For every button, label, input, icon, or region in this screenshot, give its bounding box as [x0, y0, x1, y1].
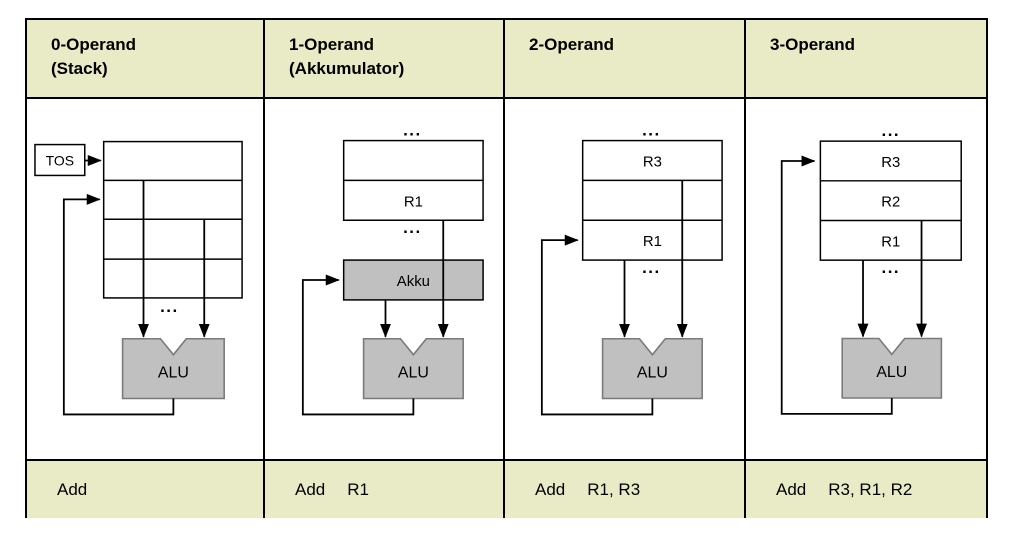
- r1-label: R1: [643, 233, 662, 250]
- r1-label: R1: [881, 234, 900, 250]
- header-3-operand: 3-Operand: [746, 20, 986, 99]
- two-operand-architecture-svg: ... R3 R1 ... ALU: [540, 121, 723, 416]
- alu-label: ALU: [876, 364, 907, 381]
- result-feedback-wire: [62, 193, 175, 416]
- command-operands: R1: [347, 479, 369, 499]
- diagram-akkumulator: ... R1 ... Akku ALU: [265, 99, 505, 459]
- ellipsis-bottom: ...: [882, 258, 901, 277]
- tos-box: [34, 143, 86, 177]
- command-1-operand: Add R1: [265, 459, 505, 518]
- header-2-operand: 2-Operand: [505, 20, 746, 99]
- alu-label: ALU: [158, 365, 189, 382]
- diagram-stack: TOS ... ALU: [27, 99, 265, 459]
- header-0-operand: 0-Operand (Stack): [27, 20, 265, 99]
- command-operands: R3, R1, R2: [828, 479, 913, 499]
- diagram-3-operand: ... R3 R2 R1 ... ALU: [746, 99, 986, 459]
- header-line2: (Akkumulator): [289, 58, 405, 78]
- header-line2: (Stack): [51, 58, 108, 78]
- register-box: [581, 139, 723, 261]
- three-operand-architecture-svg: ... R3 R2 R1 ... ALU: [780, 121, 962, 415]
- command-3-operand: Add R3, R1, R2: [746, 459, 986, 518]
- header-line1: 3-Operand: [770, 35, 856, 54]
- register-box: [819, 140, 962, 261]
- alu-label: ALU: [637, 365, 668, 382]
- alu-box: [601, 337, 703, 400]
- akku-label: Akku: [397, 273, 430, 290]
- command-opcode: Add: [776, 479, 807, 499]
- command-0-operand: Add: [27, 459, 265, 518]
- r1-label: R1: [404, 193, 423, 210]
- r3-label: R3: [643, 153, 662, 170]
- alu-box: [121, 337, 225, 400]
- command-operands: R1, R3: [587, 479, 641, 499]
- akkumulator-architecture-svg: ... R1 ... Akku ALU: [301, 121, 484, 416]
- operand-architecture-table: 0-Operand (Stack) TOS: [25, 18, 988, 518]
- result-feedback-wire: [780, 155, 893, 415]
- stack-architecture-svg: TOS ... ALU: [34, 140, 243, 416]
- alu-box: [841, 337, 943, 399]
- ellipsis-top: ...: [403, 121, 422, 140]
- r2-label: R2: [881, 195, 900, 211]
- ellipsis-bottom: ...: [160, 297, 179, 316]
- r3-label: R3: [881, 155, 900, 171]
- ellipsis-top: ...: [642, 121, 661, 140]
- akku-box: [342, 259, 484, 301]
- ellipsis-middle: ...: [403, 218, 422, 237]
- command-opcode: Add: [57, 479, 88, 499]
- alu-box: [362, 337, 464, 400]
- header-1-operand: 1-Operand (Akkumulator): [265, 20, 505, 99]
- header-line1: 1-Operand: [289, 35, 375, 54]
- result-feedback-wire: [301, 274, 415, 416]
- result-feedback-wire: [540, 234, 654, 416]
- ellipsis-bottom: ...: [642, 258, 661, 277]
- alu-label: ALU: [398, 365, 429, 382]
- header-line1: 0-Operand: [51, 35, 137, 54]
- header-line1: 2-Operand: [529, 35, 615, 54]
- tos-label: TOS: [46, 152, 74, 168]
- diagram-2-operand: ... R3 R1 ... ALU: [505, 99, 746, 459]
- command-2-operand: Add R1, R3: [505, 459, 746, 518]
- command-opcode: Add: [535, 479, 566, 499]
- ellipsis-top: ...: [882, 121, 901, 140]
- command-opcode: Add: [295, 479, 326, 499]
